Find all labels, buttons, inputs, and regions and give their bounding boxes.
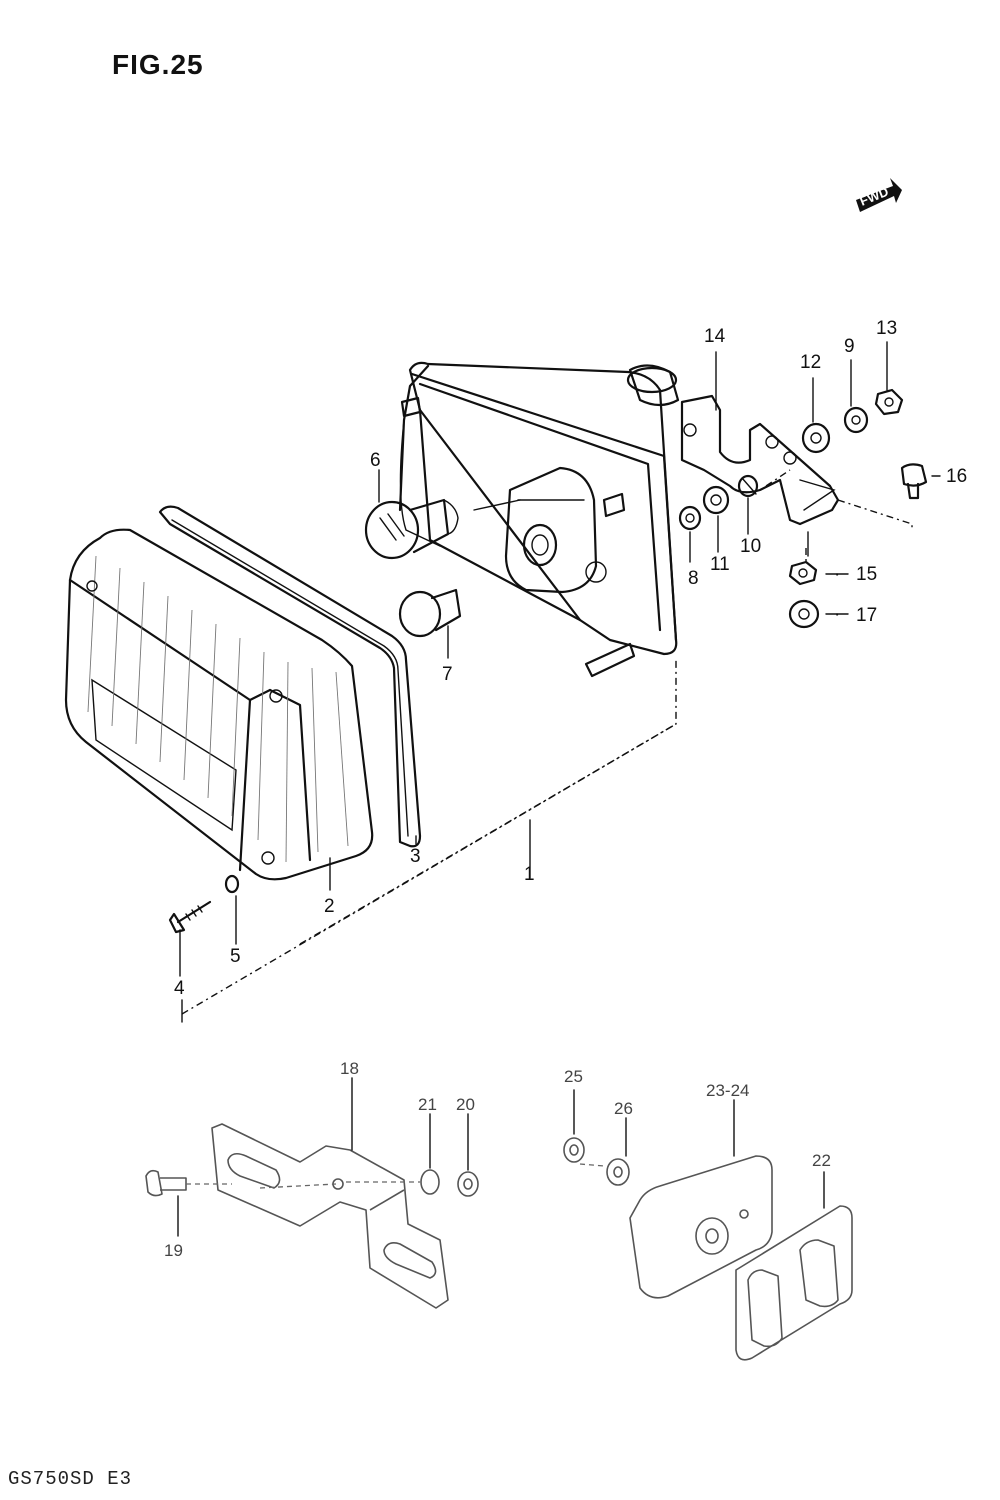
housing-bracket xyxy=(680,394,840,526)
label-part-1: 1 xyxy=(524,864,535,885)
washer-8 xyxy=(678,505,702,531)
label-part-17: 17 xyxy=(856,605,877,626)
figure-title: FIG.25 xyxy=(112,49,204,80)
label-part-21: 21 xyxy=(418,1095,437,1114)
nut-13 xyxy=(874,388,904,416)
grommet-25 xyxy=(563,1137,585,1163)
license-bulb xyxy=(398,588,462,638)
label-part-22: 22 xyxy=(812,1151,831,1170)
grommet-26 xyxy=(606,1158,630,1186)
label-part-25: 25 xyxy=(564,1067,583,1086)
lamp-housing xyxy=(398,361,680,678)
label-part-6: 6 xyxy=(370,450,381,471)
label-part-13: 13 xyxy=(876,318,897,339)
label-part-5: 5 xyxy=(230,946,241,967)
bolt-16 xyxy=(900,463,928,500)
label-part-2: 2 xyxy=(324,896,335,917)
nut-20 xyxy=(457,1171,479,1197)
lens-ribs xyxy=(87,555,349,863)
forward-direction-arrow: FWD xyxy=(856,178,902,212)
label-part-10: 10 xyxy=(740,536,761,557)
label-part-9: 9 xyxy=(844,336,855,357)
license-lamp-plate xyxy=(735,1205,853,1361)
license-plate-bracket xyxy=(211,1123,449,1309)
label-part-23-24: 23-24 xyxy=(706,1081,749,1100)
washer-21 xyxy=(420,1169,440,1195)
nut-15 xyxy=(788,560,818,586)
washer-9 xyxy=(843,406,869,434)
label-part-7: 7 xyxy=(442,664,453,685)
label-part-12: 12 xyxy=(800,352,821,373)
label-part-8: 8 xyxy=(688,568,699,589)
cushion-11 xyxy=(702,485,730,515)
bolt-19 xyxy=(145,1169,187,1197)
label-part-14: 14 xyxy=(704,326,726,347)
lens-screw xyxy=(168,900,212,934)
leader-17: · xyxy=(834,604,840,625)
label-part-18: 18 xyxy=(340,1059,359,1078)
label-part-26: 26 xyxy=(614,1099,633,1118)
leader-15: · xyxy=(834,564,840,585)
cushion-12 xyxy=(801,422,831,454)
lens-gasket xyxy=(158,505,422,848)
label-part-3: 3 xyxy=(410,846,421,867)
tail-lamp-lens xyxy=(64,528,374,881)
tail-brake-bulb xyxy=(364,498,459,560)
label-part-11: 11 xyxy=(710,554,730,575)
nut-17 xyxy=(788,599,820,629)
screw-washer xyxy=(224,874,240,894)
label-part-4: 4 xyxy=(174,978,185,999)
reflector-cover xyxy=(629,1155,773,1299)
label-part-19: 19 xyxy=(164,1241,183,1260)
model-code: GS750SD E3 xyxy=(8,1468,132,1490)
label-part-15: 15 xyxy=(856,564,877,585)
label-part-20: 20 xyxy=(456,1095,475,1114)
label-part-16: 16 xyxy=(946,466,967,487)
spacer-10 xyxy=(737,474,759,498)
